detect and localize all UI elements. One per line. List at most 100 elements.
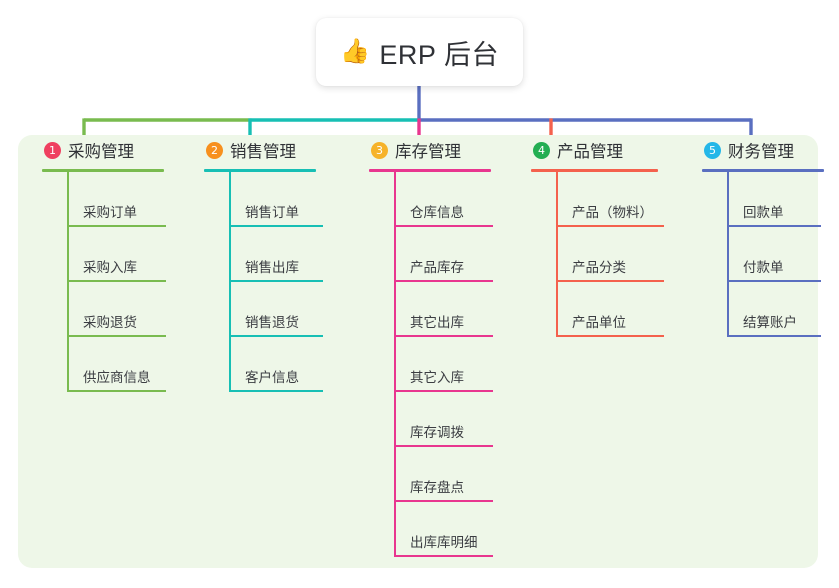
branch-item-underline: [231, 225, 323, 227]
branch-item-label: 出库库明细: [410, 535, 478, 550]
branch-item-underline: [396, 555, 493, 557]
branch-title: 产品管理: [557, 143, 623, 161]
branch-item[interactable]: 付款单: [727, 227, 824, 282]
branch-item-label: 库存调拨: [410, 425, 464, 440]
branch-item[interactable]: 结算账户: [727, 282, 824, 337]
branch-item-label: 采购退货: [83, 315, 137, 330]
branch-title: 库存管理: [395, 143, 461, 161]
branch-item[interactable]: 采购退货: [67, 282, 166, 337]
branch-underline: [531, 169, 658, 172]
branch-item[interactable]: 回款单: [727, 172, 824, 227]
branch-item-label: 付款单: [743, 260, 784, 275]
branch-item-underline: [69, 335, 166, 337]
branch-item-label: 仓库信息: [410, 205, 464, 220]
branch-underline: [204, 169, 316, 172]
branch-item[interactable]: 客户信息: [229, 337, 323, 392]
branch-spine: [229, 172, 231, 392]
branch-item-underline: [231, 390, 323, 392]
branch-item-label: 产品单位: [572, 315, 626, 330]
branch-item-label: 回款单: [743, 205, 784, 220]
branch-item-list: 仓库信息产品库存其它出库其它入库库存调拨库存盘点出库库明细: [369, 172, 493, 557]
branch-item-label: 销售订单: [245, 205, 299, 220]
branch-item-label: 结算账户: [743, 315, 797, 330]
branch-number-badge: 2: [206, 141, 223, 159]
branch-item-underline: [396, 280, 493, 282]
branch-item-label: 采购入库: [83, 260, 137, 275]
branch-spine: [727, 172, 729, 337]
branch-header-3[interactable]: 3 库存管理: [369, 135, 491, 165]
branch-item-underline: [558, 225, 664, 227]
branch-item-underline: [231, 335, 323, 337]
branch-item-underline: [729, 225, 821, 227]
branch-item[interactable]: 出库库明细: [394, 502, 493, 557]
branch-item-underline: [231, 280, 323, 282]
branch-header-4[interactable]: 4 产品管理: [531, 135, 658, 165]
branch-title: 财务管理: [728, 143, 794, 161]
branch-spine: [556, 172, 558, 337]
branch-item[interactable]: 产品库存: [394, 227, 493, 282]
branch-item-label: 客户信息: [245, 370, 299, 385]
thumbs-up-icon: 👍: [340, 38, 371, 65]
branch-item-underline: [396, 445, 493, 447]
branch-item-underline: [729, 335, 821, 337]
branch-underline: [702, 169, 824, 172]
branch-item[interactable]: 销售订单: [229, 172, 323, 227]
branch-title: 采购管理: [68, 143, 134, 161]
root-node-label: 👍 ERP 后台: [340, 33, 499, 72]
branch-item-label: 产品分类: [572, 260, 626, 275]
branch-item-underline: [396, 335, 493, 337]
branch-item-list: 产品（物料） 产品分类产品单位: [531, 172, 664, 337]
branch-number-badge: 4: [533, 141, 550, 159]
branch-item-label: 其它出库: [410, 315, 464, 330]
branch-item-label: 供应商信息: [83, 370, 151, 385]
branch-item-label: 产品库存: [410, 260, 464, 275]
branch-item-underline: [396, 500, 493, 502]
branch-item[interactable]: 采购入库: [67, 227, 166, 282]
branch-item-list: 采购订单采购入库采购退货供应商信息: [42, 172, 166, 392]
branch-number-badge: 1: [44, 141, 61, 159]
branch-item-underline: [558, 335, 664, 337]
branch-item-label: 销售出库: [245, 260, 299, 275]
branch-item-label: 产品（物料）: [572, 205, 653, 220]
branch-item-underline: [69, 280, 166, 282]
branch-item-underline: [558, 280, 664, 282]
branch-item[interactable]: 仓库信息: [394, 172, 493, 227]
branch-column-4: 4 产品管理产品（物料） 产品分类产品单位: [531, 135, 664, 337]
branch-item[interactable]: 销售出库: [229, 227, 323, 282]
branch-item-underline: [396, 225, 493, 227]
branch-item[interactable]: 采购订单: [67, 172, 166, 227]
branch-item[interactable]: 其它入库: [394, 337, 493, 392]
branch-item-list: 销售订单销售出库销售退货客户信息: [204, 172, 323, 392]
branch-item[interactable]: 产品（物料）: [556, 172, 664, 227]
branch-item-label: 其它入库: [410, 370, 464, 385]
branch-spine: [67, 172, 69, 392]
branch-column-3: 3 库存管理仓库信息产品库存其它出库其它入库库存调拨库存盘点出库库明细: [369, 135, 493, 557]
branch-item-list: 回款单付款单结算账户: [702, 172, 824, 337]
branch-item-label: 销售退货: [245, 315, 299, 330]
root-title-text: ERP 后台: [379, 39, 499, 70]
branch-underline: [42, 169, 164, 172]
branch-spine: [394, 172, 396, 557]
branch-item-underline: [69, 225, 166, 227]
branch-underline: [369, 169, 491, 172]
branch-item[interactable]: 产品分类: [556, 227, 664, 282]
root-node[interactable]: 👍 ERP 后台: [316, 18, 523, 86]
branch-number-badge: 3: [371, 141, 388, 159]
branch-item[interactable]: 销售退货: [229, 282, 323, 337]
branch-item[interactable]: 产品单位: [556, 282, 664, 337]
branch-item-underline: [396, 390, 493, 392]
branch-column-1: 1 采购管理采购订单采购入库采购退货供应商信息: [42, 135, 166, 392]
branch-item-label: 库存盘点: [410, 480, 464, 495]
branch-item[interactable]: 库存调拨: [394, 392, 493, 447]
branch-item[interactable]: 其它出库: [394, 282, 493, 337]
branch-item-underline: [729, 280, 821, 282]
branch-item[interactable]: 库存盘点: [394, 447, 493, 502]
branch-item[interactable]: 供应商信息: [67, 337, 166, 392]
branch-header-1[interactable]: 1 采购管理: [42, 135, 164, 165]
